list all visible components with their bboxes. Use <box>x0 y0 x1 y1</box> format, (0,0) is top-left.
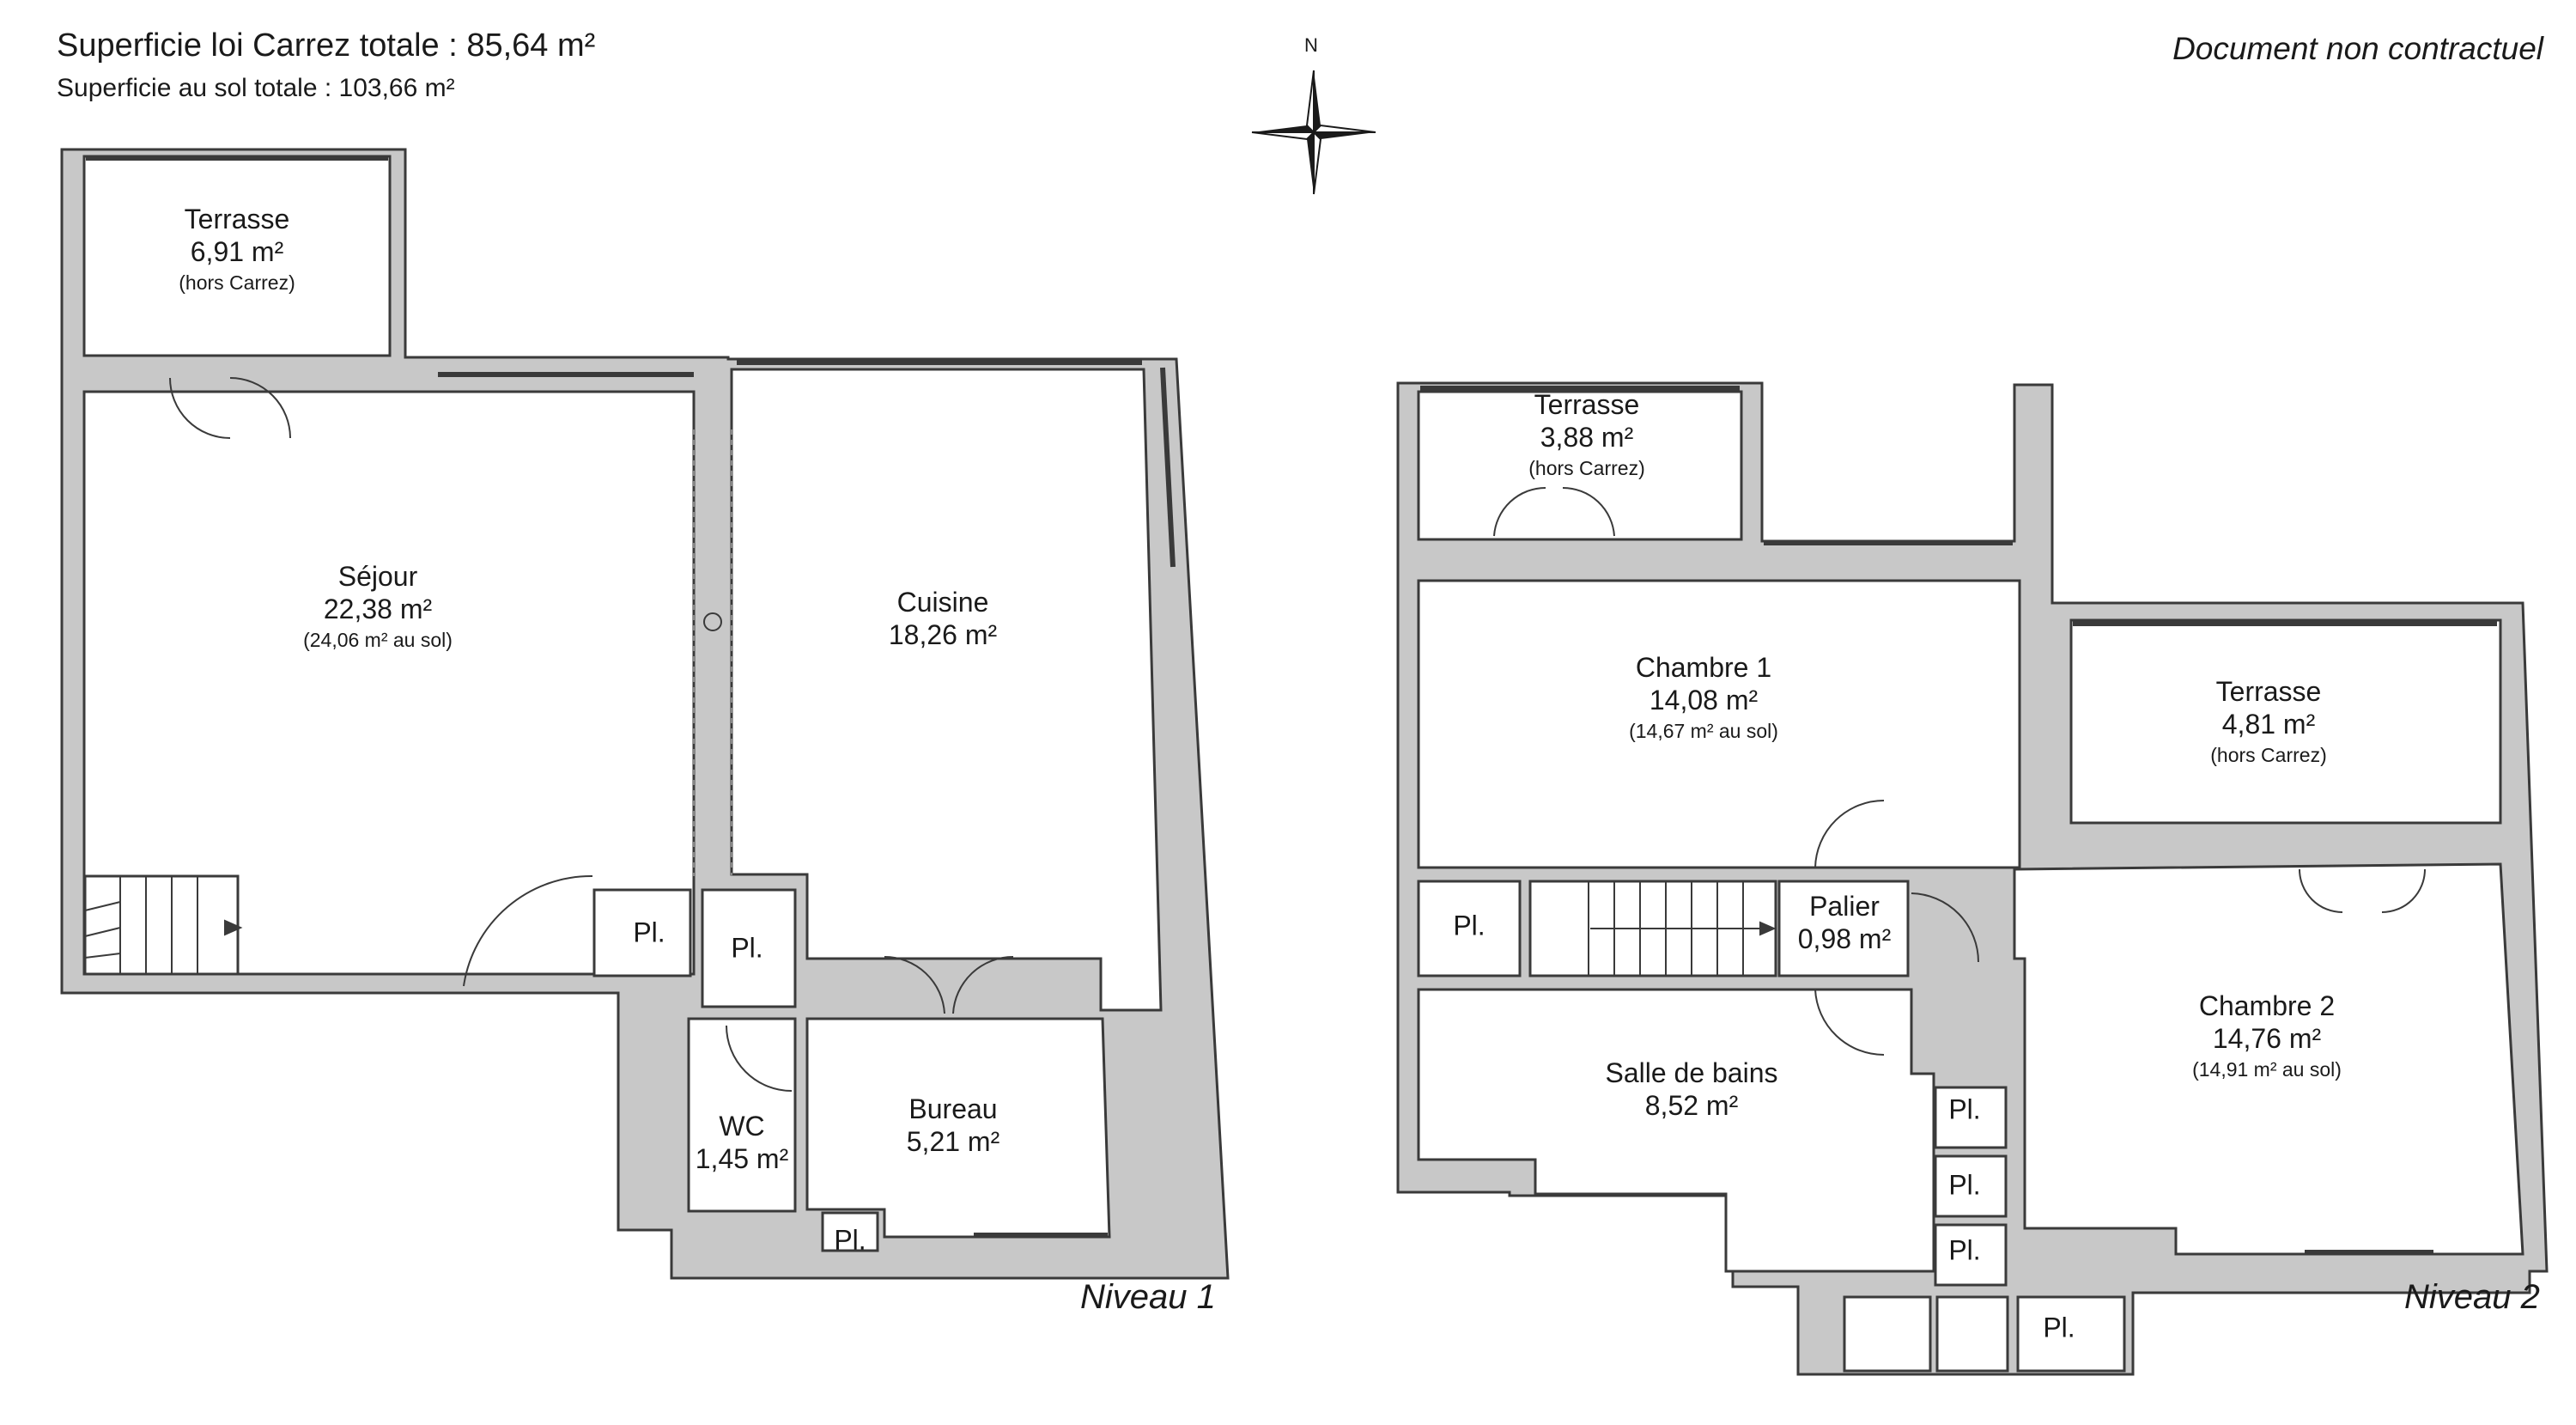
closet-label: Pl. <box>1948 1234 1981 1266</box>
room-name: Terrasse <box>1534 389 1640 420</box>
level1-label: Niveau 1 <box>1080 1278 1216 1316</box>
ground-total-label: Superficie au sol totale : 103,66 m² <box>57 74 455 102</box>
door-swing-chambre2 <box>2299 868 2426 913</box>
stair-1-treads <box>84 876 198 974</box>
room-name: Salle de bains <box>1605 1057 1778 1088</box>
room-name: Terrasse <box>184 204 290 234</box>
palier-floor <box>1777 880 1910 977</box>
level2-label: Niveau 2 <box>2404 1278 2540 1316</box>
closet-label: Pl. <box>1948 1093 1981 1125</box>
bureau-floor <box>805 1017 1111 1239</box>
compass-icon <box>1251 70 1376 195</box>
stair-1-floor <box>83 874 240 976</box>
door-swing-bureau <box>884 955 1014 1014</box>
stair-2-arrow <box>1759 921 1777 936</box>
door-swing-wc <box>726 1025 793 1092</box>
room-area: 5,21 m² <box>906 1126 1000 1158</box>
room-terrasse-c: Terrasse 4,81 m² (hors Carrez) <box>2210 675 2326 769</box>
closet-2b-floor <box>1934 1086 2008 1149</box>
room-sejour: Séjour 22,38 m² (24,06 m² au sol) <box>303 560 453 654</box>
closet-2e-floor <box>1843 1295 1932 1373</box>
closet-2d-floor <box>1934 1223 2008 1287</box>
room-name: Séjour <box>337 561 418 592</box>
room-chambre2: Chambre 2 14,76 m² (14,91 m² au sol) <box>2192 990 2342 1083</box>
closet-label: Pl. <box>2043 1312 2075 1343</box>
door-swing-terrasse-b <box>1493 486 1615 537</box>
compass-north-label: N <box>1304 34 1318 56</box>
room-name: Cuisine <box>896 587 989 618</box>
closet-2c-floor <box>1934 1154 2008 1218</box>
closet-label: Pl. <box>1453 910 1485 941</box>
door-swing-palier <box>1911 892 1979 963</box>
room-terrasse-a: Terrasse 6,91 m² (hors Carrez) <box>179 203 295 296</box>
closet-2a-floor <box>1417 880 1522 977</box>
door-swing-sdb <box>1814 989 1885 1057</box>
room-area: 18,26 m² <box>888 619 998 651</box>
carrez-total-label: Superficie loi Carrez totale : 85,64 m² <box>57 27 596 64</box>
closet-label: Pl. <box>834 1224 866 1256</box>
door-swing-chambre1 <box>1814 800 1885 868</box>
terrasse-b-floor <box>1417 390 1743 541</box>
room-bureau: Bureau 5,21 m² <box>907 1093 999 1159</box>
room-chambre1: Chambre 1 14,08 m² (14,67 m² au sol) <box>1629 651 1778 745</box>
room-area: 0,98 m² <box>1797 923 1892 955</box>
room-area: 1,45 m² <box>695 1143 789 1175</box>
salle-de-bains-floor <box>1417 988 1935 1273</box>
room-area: 14,76 m² <box>2212 1023 2322 1055</box>
room-area: 3,88 m² <box>1540 422 1634 454</box>
terrasse-a-floor <box>82 155 392 357</box>
door-swing-sejour-entry <box>463 874 593 987</box>
stair-2-treads <box>1588 881 1760 976</box>
closet-label: Pl. <box>731 932 763 964</box>
closet-2g-floor <box>2016 1295 2126 1373</box>
room-name: Terrasse <box>2215 676 2322 707</box>
chambre2-floor <box>2013 862 2524 1256</box>
room-name: Palier <box>1809 891 1880 922</box>
room-note: (hors Carrez) <box>2210 743 2327 766</box>
room-salle-de-bains: Salle de bains 8,52 m² <box>1605 1057 1777 1123</box>
room-area: 6,91 m² <box>190 236 284 268</box>
closet-1b-floor <box>701 888 797 1008</box>
cuisine-floor <box>730 368 1163 1012</box>
room-note: (14,91 m² au sol) <box>2192 1057 2342 1081</box>
room-name: WC <box>719 1111 765 1142</box>
room-note: (24,06 m² au sol) <box>303 628 453 651</box>
room-cuisine: Cuisine 18,26 m² <box>889 586 997 652</box>
room-terrasse-b: Terrasse 3,88 m² (hors Carrez) <box>1528 388 1644 482</box>
chambre1-floor <box>1417 579 2021 869</box>
room-area: 8,52 m² <box>1644 1090 1739 1122</box>
column-marker <box>703 612 722 631</box>
room-note: (hors Carrez) <box>1528 456 1645 479</box>
room-area: 4,81 m² <box>2221 709 2316 740</box>
disclaimer-label: Document non contractuel <box>2172 31 2543 66</box>
room-palier: Palier 0,98 m² <box>1798 890 1891 956</box>
room-name: Chambre 2 <box>2198 990 2336 1021</box>
closet-label: Pl. <box>1948 1169 1981 1201</box>
stair-1-arrow <box>224 919 243 936</box>
closet-label: Pl. <box>633 917 665 948</box>
closet-1a-floor <box>592 888 692 977</box>
door-swing-sejour-terrasse <box>169 377 291 439</box>
room-area: 14,08 m² <box>1649 685 1759 716</box>
room-note: (hors Carrez) <box>179 271 295 294</box>
room-wc: WC 1,45 m² <box>696 1110 788 1176</box>
room-name: Chambre 1 <box>1635 652 1772 683</box>
closet-1c-floor <box>821 1211 879 1252</box>
terrasse-c-floor <box>2069 618 2502 825</box>
room-area: 22,38 m² <box>323 594 433 625</box>
closet-2f-floor <box>1935 1295 2009 1373</box>
wc-floor <box>687 1017 797 1213</box>
room-name: Bureau <box>908 1093 998 1124</box>
room-note: (14,67 m² au sol) <box>1629 719 1778 742</box>
